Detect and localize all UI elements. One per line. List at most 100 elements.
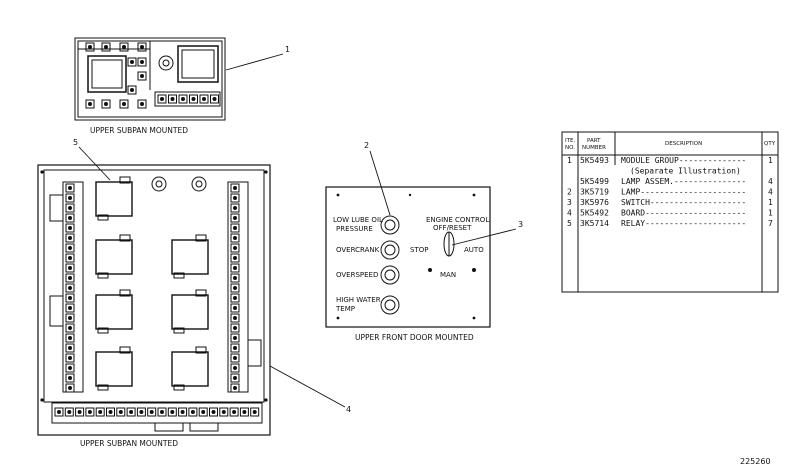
terminal-screw: [68, 366, 72, 370]
main-subpan: [37, 164, 271, 436]
terminal: [230, 353, 240, 363]
terminal: [209, 407, 218, 417]
terminal-screw: [202, 97, 206, 101]
terminal-screw: [68, 336, 72, 340]
terminal-screw: [140, 74, 144, 78]
terminal: [136, 407, 146, 417]
row-description: (Separate Illustration): [630, 167, 741, 176]
row-item: 2: [567, 188, 572, 197]
terminal-screw: [191, 97, 196, 101]
terminal-screw: [77, 410, 82, 414]
label-low-lube: LOW LUBE OIL: [333, 216, 383, 224]
drawing-number: 225260: [740, 457, 771, 466]
terminal-screw: [160, 410, 164, 414]
terminal-screw: [233, 346, 237, 350]
terminal: [65, 243, 75, 253]
terminal: [65, 303, 75, 313]
relay: [95, 239, 133, 275]
terminal: [230, 293, 240, 303]
terminal: [230, 183, 240, 193]
terminal: [230, 303, 240, 313]
row-part-number: 3K5714: [580, 219, 609, 228]
terminal: [230, 253, 240, 263]
panel-dots: [40, 170, 476, 402]
terminal-screw: [122, 45, 126, 49]
terminal: [65, 253, 75, 263]
relay: [171, 239, 209, 275]
row-description: SWITCH--------------------: [621, 198, 746, 207]
terminal: [189, 94, 198, 104]
terminal-screw: [87, 410, 92, 414]
terminal-screw: [170, 410, 175, 414]
door-panel: [325, 186, 491, 328]
terminal: [106, 407, 115, 417]
row-item: 4: [567, 209, 572, 218]
terminal: [230, 383, 240, 393]
terminal: [199, 94, 209, 104]
terminal: [230, 213, 240, 223]
terminal-screw: [104, 45, 108, 49]
terminal-screw: [233, 286, 237, 290]
terminal: [119, 42, 129, 52]
terminal-screw: [252, 410, 257, 414]
terminal-screw: [68, 266, 72, 270]
terminal-screw: [211, 410, 216, 414]
terminal: [65, 283, 75, 293]
terminal: [65, 213, 75, 223]
terminal-screw: [129, 410, 134, 414]
row-part-number: 3K5976: [580, 198, 609, 207]
relay: [171, 351, 209, 387]
relay-foot: [97, 272, 109, 279]
terminal-screw: [68, 376, 72, 380]
terminal: [230, 363, 240, 373]
terminal: [137, 71, 147, 81]
terminal-screw: [68, 216, 72, 220]
terminal-screw: [201, 410, 206, 414]
terminal-screw: [68, 346, 72, 350]
terminal-screw: [233, 276, 237, 280]
terminal-screw: [88, 102, 92, 106]
terminal-screw: [88, 45, 92, 49]
terminal-screw: [68, 306, 72, 310]
terminal-screw: [212, 97, 217, 101]
terminal: [230, 243, 240, 253]
parts-table-frame: [561, 131, 779, 293]
terminal-screw: [233, 306, 237, 310]
hdr-description: DESCRIPTION: [665, 141, 702, 147]
terminal: [230, 193, 240, 203]
terminal-screw: [181, 97, 185, 101]
callout-3: 3: [518, 220, 523, 229]
terminal: [65, 203, 75, 213]
terminal-screw: [233, 266, 237, 270]
terminal-screw: [122, 102, 126, 106]
terminal-screw: [233, 296, 237, 300]
relay-tab: [119, 346, 131, 354]
terminal-screw: [233, 366, 237, 370]
hdr-qty: QTY: [764, 141, 776, 147]
terminal: [65, 263, 75, 273]
relay-foot: [97, 214, 109, 221]
callout-2: 2: [364, 141, 369, 150]
terminal-screw: [104, 102, 108, 106]
terminal: [230, 263, 240, 273]
terminal-screw: [232, 410, 237, 414]
terminal: [65, 323, 75, 333]
terminal-screw: [221, 410, 226, 414]
terminal-screw: [233, 336, 237, 340]
terminal: [101, 42, 111, 52]
top-subpan: [74, 37, 226, 121]
terminal: [116, 407, 126, 417]
terminal-screw: [140, 102, 144, 106]
relay-foot: [173, 327, 185, 334]
caption-bottom: UPPER SUBPAN MOUNTED: [80, 439, 178, 448]
terminal-screw: [242, 410, 247, 414]
terminal: [127, 57, 137, 67]
terminal-screw: [57, 410, 61, 414]
relay-foot: [97, 384, 109, 391]
relay-foot: [173, 272, 185, 279]
terminal-screw: [180, 410, 185, 414]
row-qty: 4: [768, 177, 773, 186]
terminal-screw: [68, 186, 72, 190]
label-auto: AUTO: [464, 246, 484, 254]
